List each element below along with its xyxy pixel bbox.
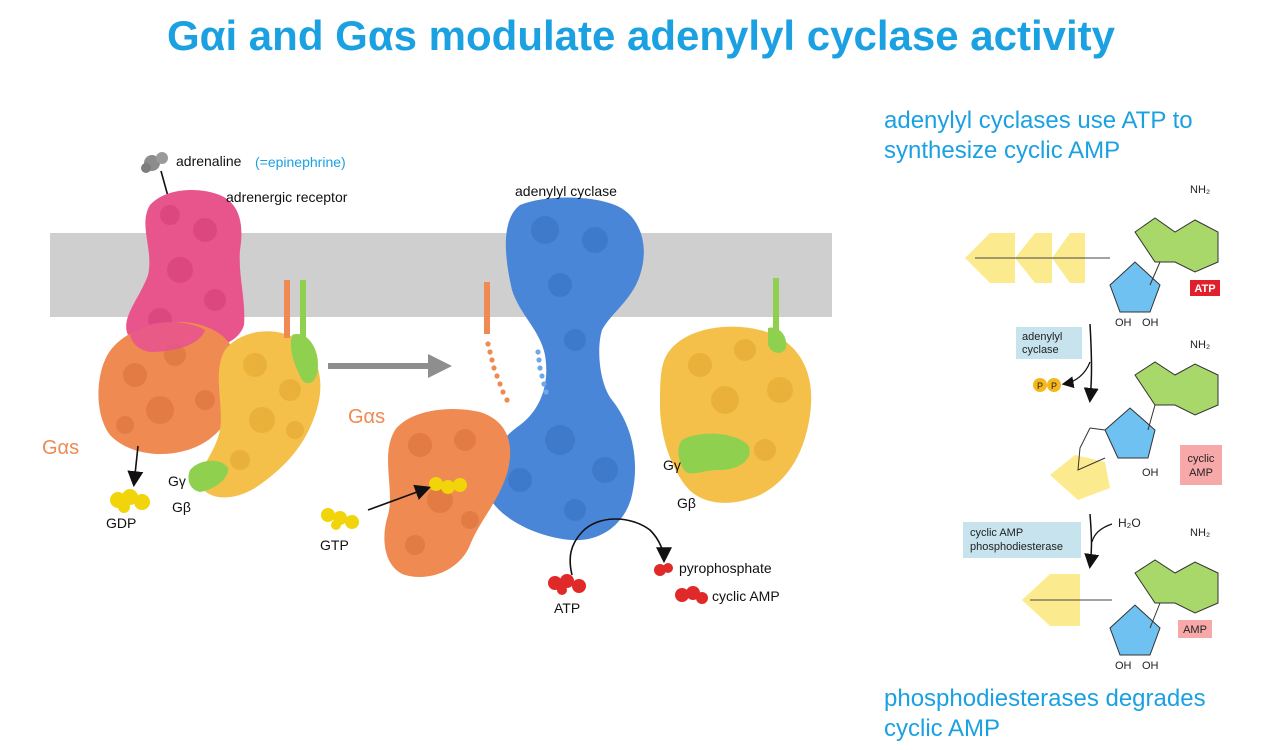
gtp-binding-arrow (367, 484, 432, 511)
enzyme-box-phosphodiesterase (963, 522, 1081, 558)
g-alpha-lipid-anchor-left (284, 280, 290, 338)
tag-atp-text: ATP (1194, 283, 1215, 295)
tag-atp (1190, 280, 1220, 296)
g-gamma-right (678, 433, 750, 474)
g-gamma-lipid-anchor-right (773, 278, 779, 333)
amp-structure: AMP NH₂ OH OH (1022, 527, 1219, 672)
label-g-gamma-right: Gγ (663, 457, 681, 473)
transition-arrow (328, 354, 452, 378)
ppi-p2: P (1051, 381, 1057, 391)
reaction-scheme: ATP NH₂ OH OH adenylyl cyclase P P cycli… (963, 184, 1222, 672)
caption-top-line-2: synthesize cyclic AMP (884, 137, 1121, 164)
atp-molecule (548, 574, 586, 595)
ppi-p1: P (1037, 381, 1043, 391)
oh-camp: OH (1142, 467, 1159, 479)
label-adenylyl-cyclase: adenylyl cyclase (515, 183, 617, 199)
g-gamma-left (290, 334, 318, 384)
label-g-beta-right: Gβ (677, 495, 696, 511)
enzyme-box-adenylyl-cyclase (1016, 327, 1082, 359)
tag-camp-line2: AMP (1189, 467, 1213, 479)
atp-structure: ATP NH₂ OH OH (965, 184, 1220, 329)
caption-top: adenylyl cyclases use ATP to synthesize … (884, 106, 1193, 166)
label-cyclic-amp: cyclic AMP (712, 588, 780, 604)
active-cyclase-complex (321, 197, 708, 604)
tag-cyclic-amp (1180, 445, 1222, 485)
oh-atp-2: OH (1142, 317, 1159, 329)
caption-top-line-1: adenylyl cyclases use ATP to (884, 107, 1193, 134)
bound-gtp (429, 477, 467, 494)
nh2-camp: NH₂ (1190, 339, 1210, 351)
ppi-circles: P P (1033, 378, 1061, 392)
tag-camp-line1: cyclic (1188, 453, 1215, 465)
label-g-beta-left: Gβ (172, 499, 191, 515)
adenylyl-cyclase (485, 197, 644, 541)
water-label: H₂O (1118, 516, 1141, 530)
label-adrenaline: adrenaline (176, 153, 242, 169)
enzyme1-line2: cyclase (1022, 344, 1059, 356)
caption-bottom: phosphodiesterases degrades cyclic AMP (884, 684, 1206, 744)
label-g-alpha-s-middle: Gαs (348, 406, 385, 428)
nh2-atp: NH₂ (1190, 184, 1210, 196)
label-atp: ATP (554, 600, 580, 616)
cyclic-amp-molecule (675, 586, 708, 604)
reaction-arrow (569, 518, 672, 576)
page-title: Gαi and Gαs modulate adenylyl cyclase ac… (166, 12, 1115, 59)
pyrophosphate-molecule (654, 563, 673, 576)
g-alpha-tether-dots (485, 341, 510, 403)
label-adrenergic-receptor: adrenergic receptor (226, 189, 348, 205)
label-gtp: GTP (320, 537, 349, 553)
label-g-alpha-s-left: Gαs (42, 437, 79, 459)
tag-amp-text: AMP (1183, 624, 1207, 636)
gdp-molecule (110, 489, 150, 513)
cyclase-tether-dots (535, 349, 549, 395)
enzyme2-line2: phosphodiesterase (970, 541, 1063, 553)
enzyme1-line1: adenylyl (1022, 331, 1062, 343)
oh-amp-2: OH (1142, 660, 1159, 672)
g-alpha-s-left (98, 321, 239, 455)
receptor-complex (98, 152, 321, 513)
gdp-release-arrow (127, 445, 144, 488)
label-epinephrine: (=epinephrine) (255, 154, 346, 170)
enzyme2-line1: cyclic AMP (970, 527, 1023, 539)
label-gdp: GDP (106, 515, 136, 531)
beta-gamma-complex (660, 278, 812, 503)
nh2-amp: NH₂ (1190, 527, 1210, 539)
g-alpha-lipid-anchor-middle (484, 282, 490, 334)
caption-bottom-line-1: phosphodiesterases degrades (884, 685, 1206, 712)
label-g-gamma-left: Gγ (168, 473, 186, 489)
label-pyrophosphate: pyrophosphate (679, 560, 772, 576)
g-gamma-lipid-anchor-left (300, 280, 306, 338)
tag-amp (1178, 620, 1212, 638)
adrenaline-molecule (141, 152, 168, 173)
oh-amp-1: OH (1115, 660, 1132, 672)
oh-atp-1: OH (1115, 317, 1132, 329)
caption-bottom-line-2: cyclic AMP (884, 715, 1001, 742)
gtp-molecule (321, 508, 359, 530)
camp-structure: cyclic AMP NH₂ OH (1050, 339, 1222, 500)
